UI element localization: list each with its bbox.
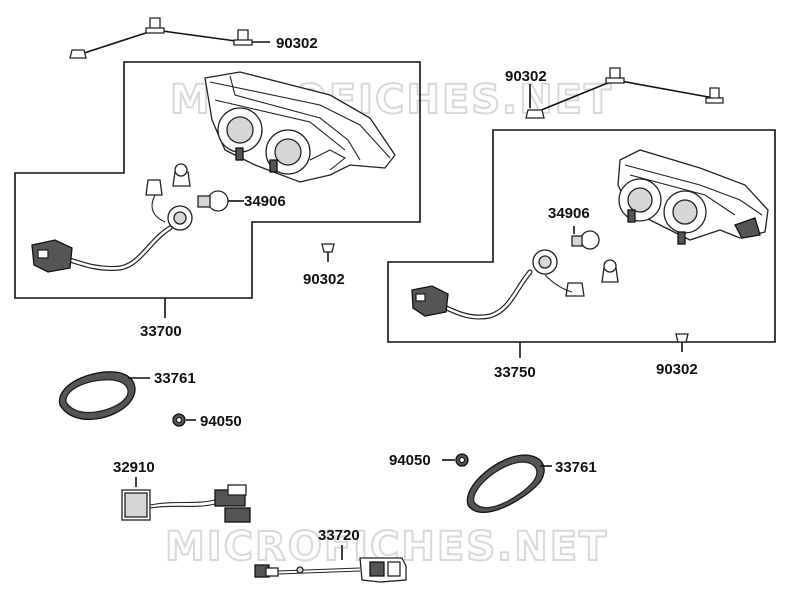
nut-94050-left bbox=[172, 413, 186, 427]
relay-32910 bbox=[121, 484, 251, 523]
label-reflector-right: 33761 bbox=[555, 459, 597, 476]
screw-90302-mid-right bbox=[675, 333, 689, 352]
nut-94050-right bbox=[455, 453, 469, 467]
label-bulb-right: 34906 bbox=[548, 205, 590, 222]
headlight-left-housing bbox=[204, 71, 396, 183]
small-bulbs-left bbox=[145, 163, 191, 196]
label-reflector-left: 33761 bbox=[154, 370, 196, 387]
label-bulb-left: 34906 bbox=[244, 193, 286, 210]
label-screw-top-right: 90302 bbox=[505, 68, 547, 85]
wiring-harness-33720 bbox=[254, 557, 407, 583]
label-headlight-left: 33700 bbox=[140, 323, 182, 340]
label-headlight-right: 33750 bbox=[494, 364, 536, 381]
headlight-right-housing bbox=[617, 149, 769, 245]
reflector-33761-left bbox=[59, 371, 136, 421]
screw-90302-top-right bbox=[525, 67, 724, 119]
label-screw-mid-left: 90302 bbox=[303, 271, 345, 288]
headlight-left-frame bbox=[14, 61, 421, 299]
headlight-right-wiring bbox=[411, 249, 573, 320]
label-nut-left: 94050 bbox=[200, 413, 242, 430]
label-relay: 32910 bbox=[113, 459, 155, 476]
reflector-33761-right bbox=[466, 454, 545, 513]
label-screw-mid-right: 90302 bbox=[656, 361, 698, 378]
bulb-34906-right bbox=[571, 230, 600, 250]
label-nut-right: 94050 bbox=[389, 452, 431, 469]
label-harness: 33720 bbox=[318, 527, 360, 544]
label-screw-top-left: 90302 bbox=[276, 35, 318, 52]
headlight-left-wiring bbox=[31, 194, 193, 273]
small-bulbs-right bbox=[565, 259, 619, 297]
headlight-right-frame bbox=[387, 129, 776, 343]
screw-90302-mid-left bbox=[321, 243, 335, 262]
bulb-34906-left bbox=[197, 190, 229, 212]
screw-90302-top-left bbox=[69, 17, 270, 59]
